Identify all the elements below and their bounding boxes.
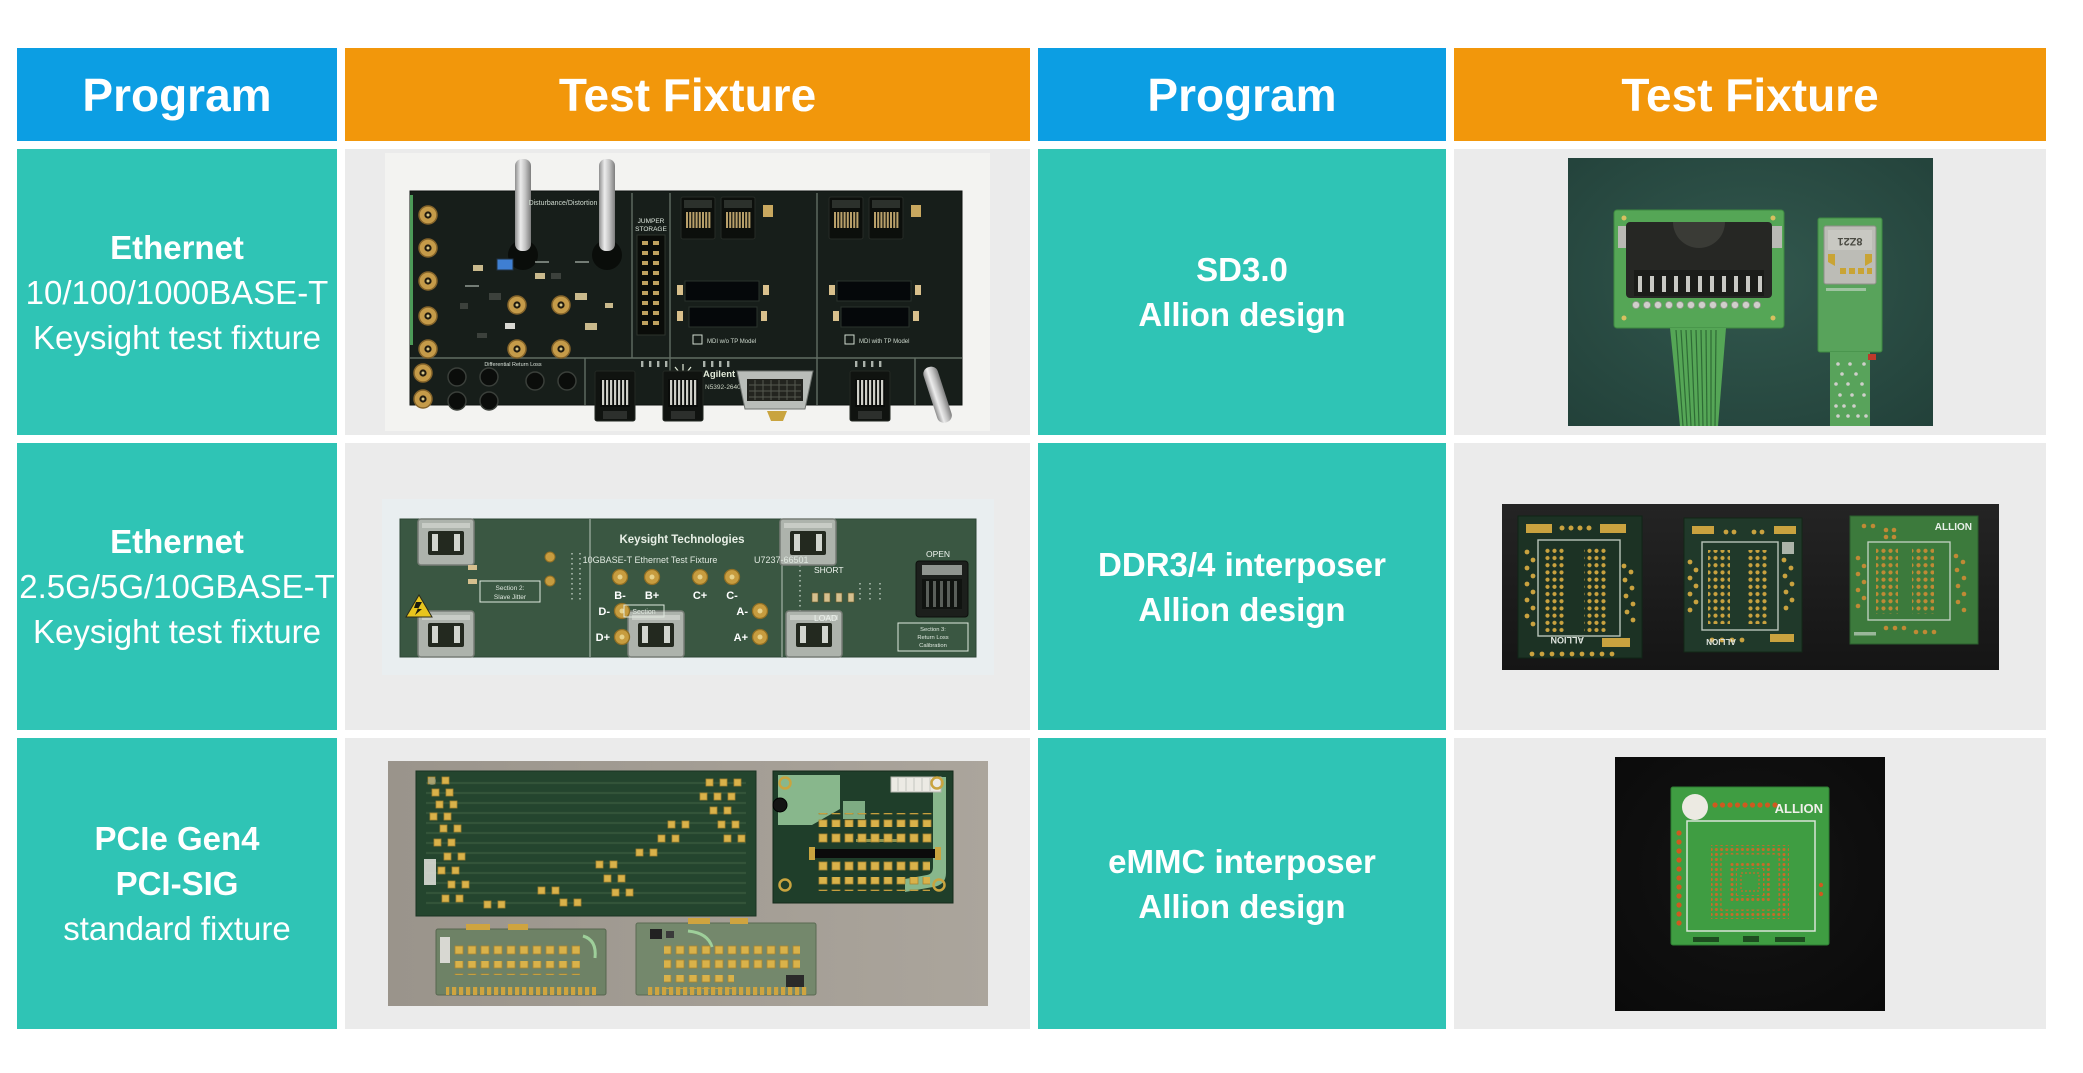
ddr-board-2: ALLION	[1683, 517, 1802, 652]
pcie-riser-board	[772, 770, 953, 904]
bga-pad-grid	[1711, 844, 1789, 919]
program-cell-emmc-interposer: eMMC interposer Allion design	[1038, 738, 1446, 1029]
header-label: Test Fixture	[558, 68, 817, 121]
program-cell-pcie-gen4: PCIe Gen4 PCI-SIG standard fixture	[17, 738, 337, 1029]
fixture-photo-cell-pcie-gen4	[345, 738, 1030, 1029]
program-cell-ethernet-10gbase-t: Ethernet 2.5G/5G/10GBASE-T Keysight test…	[17, 443, 337, 730]
alignment-dot	[1682, 793, 1708, 820]
program-line: 2.5G/5G/10GBASE-T	[19, 568, 335, 605]
program-title: SD3.0	[1196, 251, 1288, 288]
pcie-card-b	[635, 918, 816, 996]
pcb-photo-ddr34-interposer: ALLION	[1501, 503, 1999, 670]
program-line: Keysight test fixture	[33, 613, 321, 650]
mdi-wo-tp-label: MDI w/o TP Model	[707, 339, 756, 345]
top-pad-row	[1712, 801, 1778, 808]
jumper-storage-label-2: STORAGE	[635, 226, 667, 233]
ddr-board-1: ALLION	[1517, 515, 1642, 658]
fixture-photo-cell-emmc-interposer: ALLION	[1454, 738, 2046, 1029]
pcb-photo-sd30-fixture: 8Z21	[1567, 158, 1933, 426]
pad-label-a-plus: A+	[733, 632, 747, 644]
return-loss-label: Differential Return Loss	[484, 362, 542, 368]
program-title: PCIe Gen4	[94, 820, 260, 857]
program-title: Ethernet	[110, 228, 244, 266]
jumper-storage-label-1: JUMPER	[638, 218, 665, 225]
keysight-brand-text: Keysight Technologies	[619, 534, 744, 546]
fixture-photo-cell-sd30: 8Z21	[1454, 149, 2046, 435]
section2-label-2: Slave Jitter	[493, 594, 526, 601]
agilent-model-text: N5392-26404 REV 002	[705, 384, 773, 391]
program-title: DDR3/4 interposer	[1098, 545, 1386, 583]
load-resistors	[811, 592, 854, 602]
program-title: Ethernet	[110, 523, 244, 560]
open-label: OPEN	[925, 549, 949, 559]
header-test-fixture-left: Test Fixture	[345, 48, 1030, 141]
fixture-photo-cell-ddr34-interposer: ALLION	[1454, 443, 2046, 730]
microsd-chip-marking: 8Z21	[1837, 235, 1862, 247]
program-line: Allion design	[1138, 590, 1346, 628]
fixture-table: Program Test Fixture Program Test Fixtur…	[17, 48, 2046, 1029]
keysight-title-text: 10GBASE-T Ethernet Test Fixture	[582, 555, 717, 565]
microsd-via-dots	[1833, 362, 1868, 418]
program-line: standard fixture	[63, 910, 291, 947]
fixture-photo-cell-keysight-10gbase-t: Keysight Technologies 10GBASE-T Ethernet…	[345, 443, 1030, 730]
header-program-left: Program	[17, 48, 337, 141]
section3-label-1: Section 3:	[920, 627, 946, 633]
left-pad-column	[1676, 829, 1682, 926]
program-line: Keysight test fixture	[33, 318, 321, 356]
header-label: Program	[82, 68, 272, 121]
header-label: Program	[1147, 68, 1337, 121]
allion-brand-board1: ALLION	[1550, 635, 1584, 645]
program-cell-ddr34-interposer: DDR3/4 interposer Allion design	[1038, 443, 1446, 730]
sd-socket-pins	[1637, 276, 1762, 292]
program-line: Allion design	[1138, 887, 1346, 925]
pcb-photo-pcie-gen4-fixture	[387, 761, 988, 1006]
program-title: eMMC interposer	[1108, 842, 1376, 880]
pcb-photo-keysight-10gbase-t-fixture: Keysight Technologies 10GBASE-T Ethernet…	[381, 498, 994, 675]
pad-label-b-minus: B-	[614, 590, 626, 602]
pcie-card-a	[435, 924, 606, 996]
pcb-silkscreen-top-label: Disturbance/Distortion	[529, 200, 598, 207]
open-connector	[915, 560, 968, 617]
header-label: Test Fixture	[1621, 68, 1879, 121]
program-line: 10/100/1000BASE-T	[25, 273, 329, 311]
smd-components	[460, 261, 613, 338]
short-label: SHORT	[814, 565, 844, 575]
pad-label-a-minus: A-	[736, 606, 748, 618]
program-line: Allion design	[1138, 296, 1346, 333]
section3-label-2: Return Loss	[917, 635, 948, 641]
section3-label-3: Calibration	[919, 643, 947, 649]
esd-warning-icon	[404, 593, 433, 617]
pad-label-b-plus: B+	[644, 590, 658, 602]
bottom-silkscreen-marks	[1693, 935, 1805, 942]
program-cell-sd30: SD3.0 Allion design	[1038, 149, 1446, 435]
header-program-right: Program	[1038, 48, 1446, 141]
load-label: LOAD	[814, 613, 837, 623]
pcb-photo-agilent-ethernet-fixture: Disturbance/Distortion JUMPER STORAGE	[385, 153, 990, 431]
pad-label-c-plus: C+	[692, 590, 706, 602]
mdi-with-tp-label: MDI with TP Model	[859, 339, 909, 345]
allion-brand-board2: ALLION	[1706, 637, 1736, 646]
pcie-main-board	[415, 770, 756, 917]
pad-label-d-plus: D+	[595, 632, 609, 644]
header-test-fixture-right: Test Fixture	[1454, 48, 2046, 141]
section-label: Section	[632, 609, 655, 616]
program-cell-ethernet-1000base-t: Ethernet 10/100/1000BASE-T Keysight test…	[17, 149, 337, 435]
pad-label-c-minus: C-	[726, 590, 738, 602]
program-line: PCI-SIG	[115, 865, 239, 902]
keysight-model-text: U7237-66501	[754, 555, 809, 565]
fixture-photo-cell-agilent-ethernet: Disturbance/Distortion JUMPER STORAGE	[345, 149, 1030, 435]
section2-label-1: Section 2:	[495, 585, 524, 592]
ddr-board-3: ALLION	[1849, 515, 1978, 644]
pad-label-d-minus: D-	[598, 606, 610, 618]
allion-brand-board3: ALLION	[1934, 522, 1971, 533]
allion-brand-text: ALLION	[1775, 801, 1823, 816]
left-panel-details	[467, 551, 555, 586]
pcb-photo-emmc-interposer: ALLION	[1615, 756, 1885, 1011]
